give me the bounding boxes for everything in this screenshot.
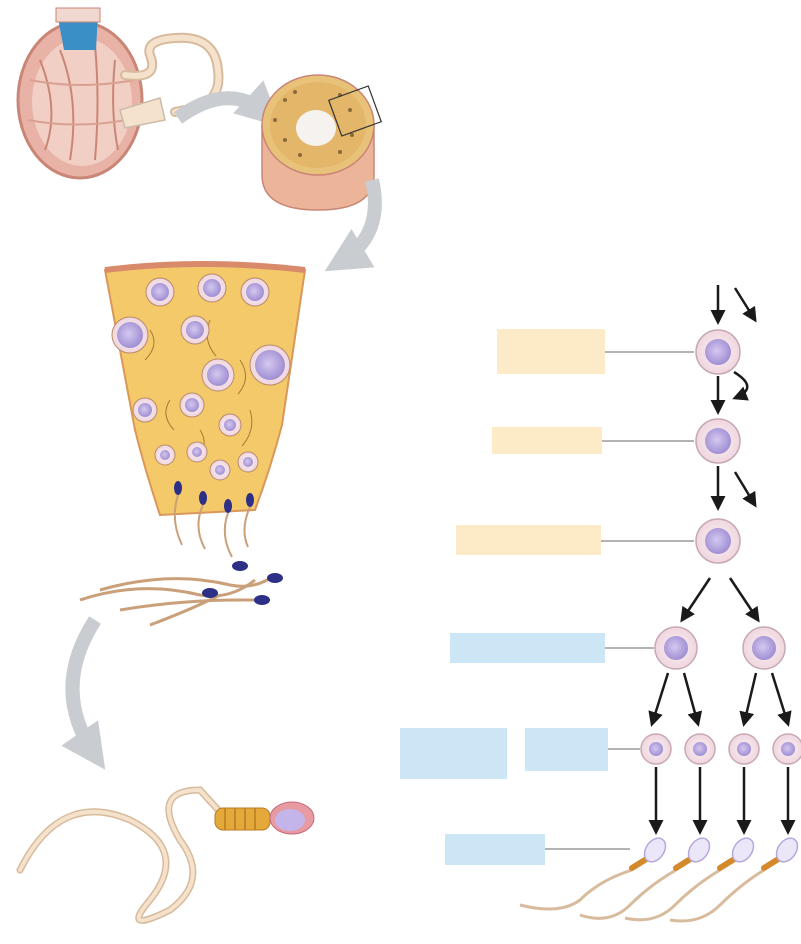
arrow-top-diag: [735, 288, 755, 320]
arrow-4b-5d: [772, 673, 788, 724]
stage-4-nucleus-b: [752, 636, 776, 660]
stage-3-label-box: [456, 525, 601, 555]
stage-1-nucleus: [705, 339, 731, 365]
stage-1-label-box: [497, 329, 605, 374]
stage-3-nucleus: [705, 528, 731, 554]
arrow-4b-5c: [744, 673, 756, 724]
stage-6-sperm: [520, 834, 801, 921]
stage-5-cells: [641, 734, 801, 764]
sperm-cluster: [80, 575, 275, 625]
arrow-2-diag: [735, 472, 755, 505]
arrow-3-4b: [730, 578, 758, 620]
tubule-cross-section: [262, 75, 381, 210]
stage-2-label-box: [492, 427, 602, 454]
stage-5a-label-box: [400, 728, 507, 779]
arrow-3-4a: [682, 578, 710, 620]
stage-6-label-box: [445, 834, 545, 865]
stage-4-label-box: [450, 633, 605, 663]
stage-2-nucleus: [705, 428, 731, 454]
arrow-4a-5b: [684, 673, 698, 724]
tubule-wall-wedge: [105, 264, 305, 557]
mature-sperm: [20, 790, 314, 920]
stage-5b-label-box: [525, 728, 608, 771]
curved-arrow-3: [73, 620, 96, 755]
self-renewal-arrow: [734, 372, 747, 398]
testis-illustration: [18, 8, 219, 178]
stage-4-nucleus-a: [664, 636, 688, 660]
arrow-4a-5a: [652, 673, 668, 724]
curved-arrow-1: [178, 98, 268, 118]
